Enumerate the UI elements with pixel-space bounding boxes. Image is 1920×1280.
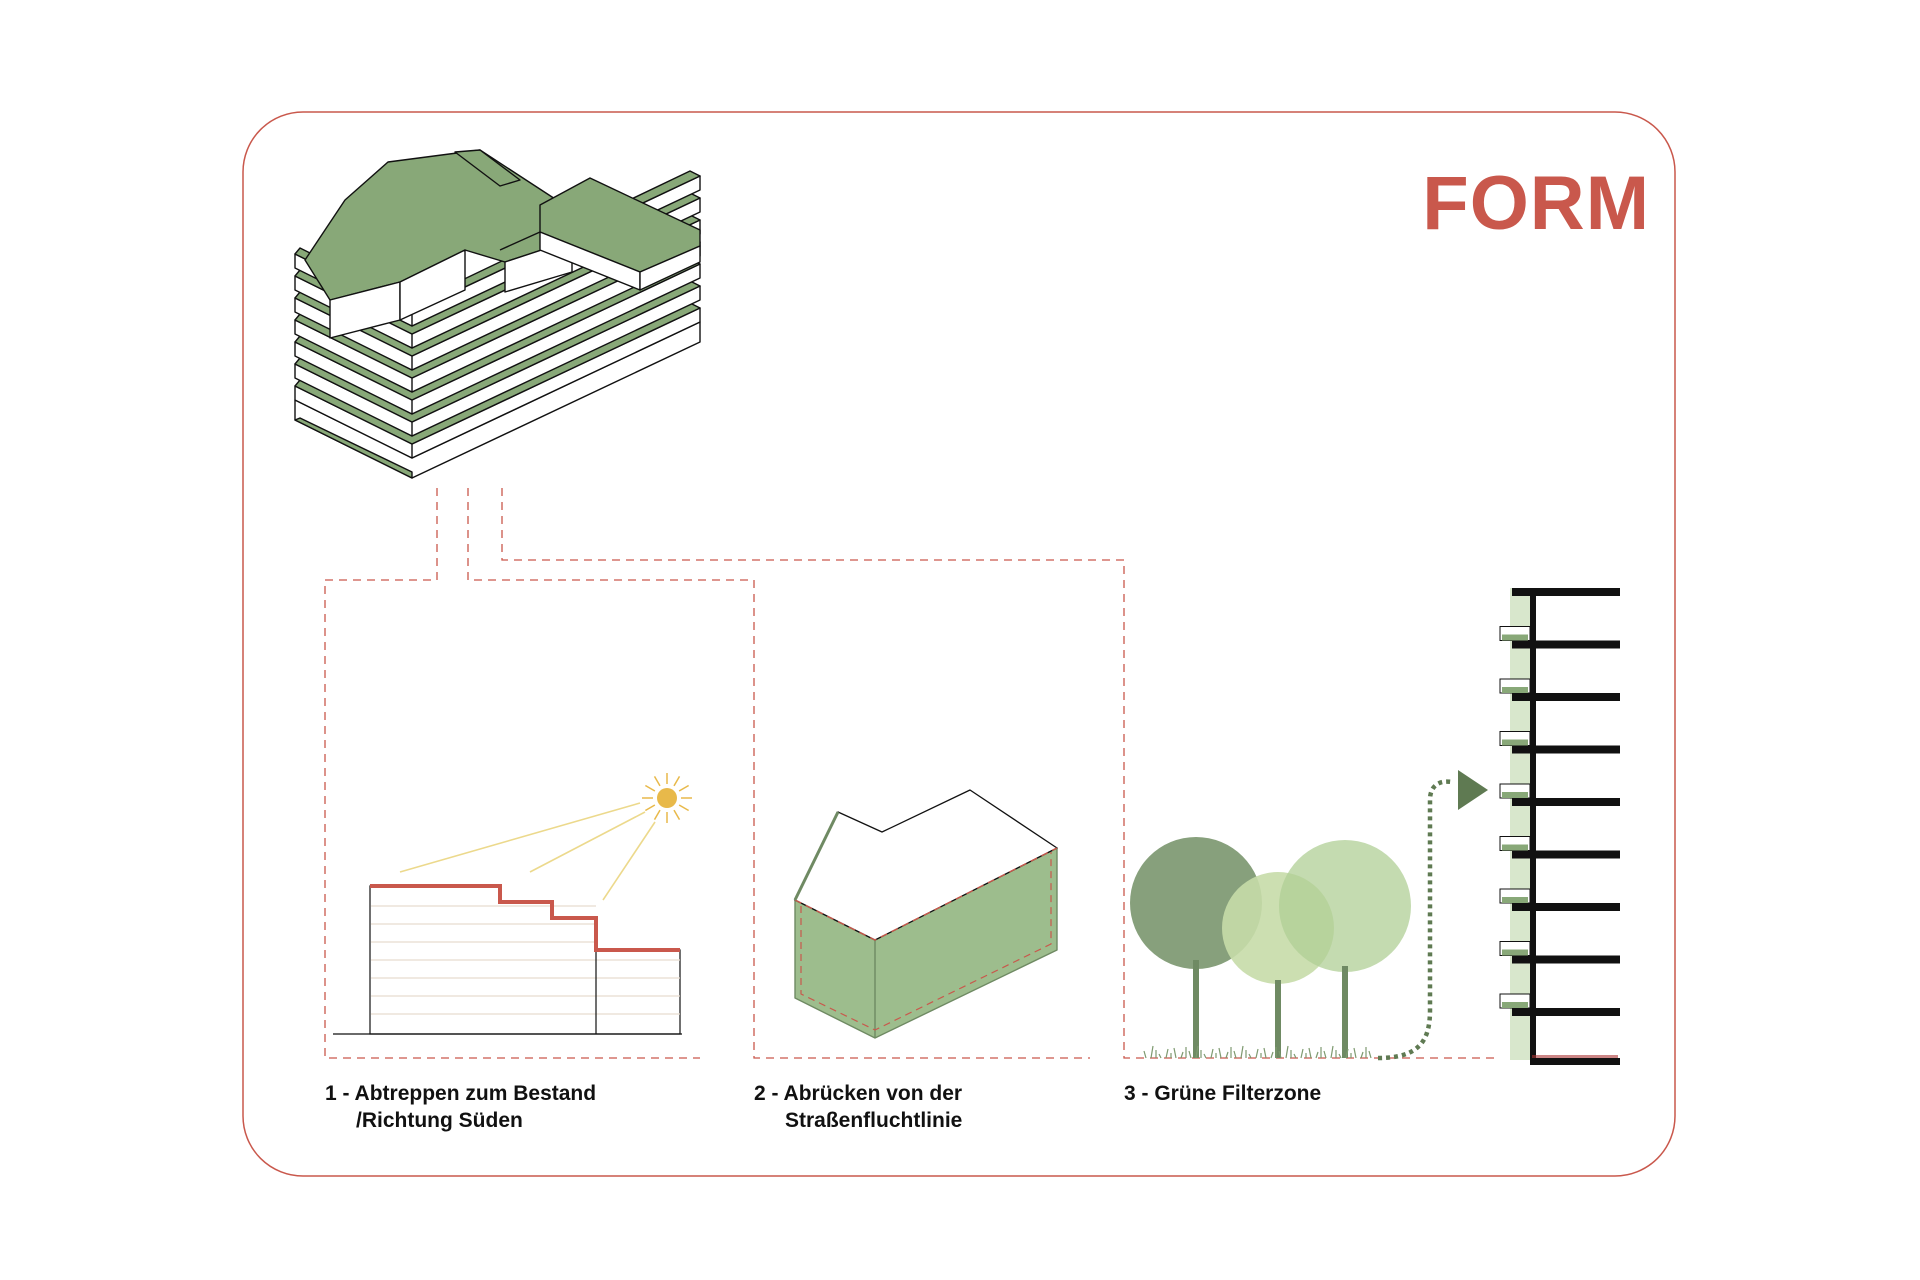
connector-lines (324, 488, 1500, 1059)
step-1-caption: 1 - Abtreppen zum Bestand /Richtung Süde… (325, 1080, 596, 1134)
step-2-caption: 2 - Abrücken von der Straßenfluchtlinie (754, 1080, 962, 1134)
step-1-line2: /Richtung Süden (356, 1109, 523, 1132)
setback-volume-diagram (793, 789, 1058, 1039)
isometric-building (294, 149, 701, 479)
stepped-building-diagram (333, 773, 692, 1035)
step-2-line1: 2 - Abrücken von der (754, 1082, 963, 1105)
arrow-head-icon (1458, 770, 1488, 810)
outer-frame (242, 111, 1676, 1177)
trees-green-filter-diagram (1130, 770, 1488, 1061)
sun-icon (642, 773, 692, 823)
facade-section-diagram (1499, 588, 1620, 1065)
page-title: FORM (1422, 161, 1650, 246)
step-2-line2: Straßenfluchtlinie (785, 1109, 963, 1132)
step-1-line1: 1 - Abtreppen zum Bestand (325, 1082, 597, 1105)
step-3-line1: 3 - Grüne Filterzone (1124, 1082, 1322, 1105)
step-3-caption: 3 - Grüne Filterzone (1124, 1080, 1321, 1107)
